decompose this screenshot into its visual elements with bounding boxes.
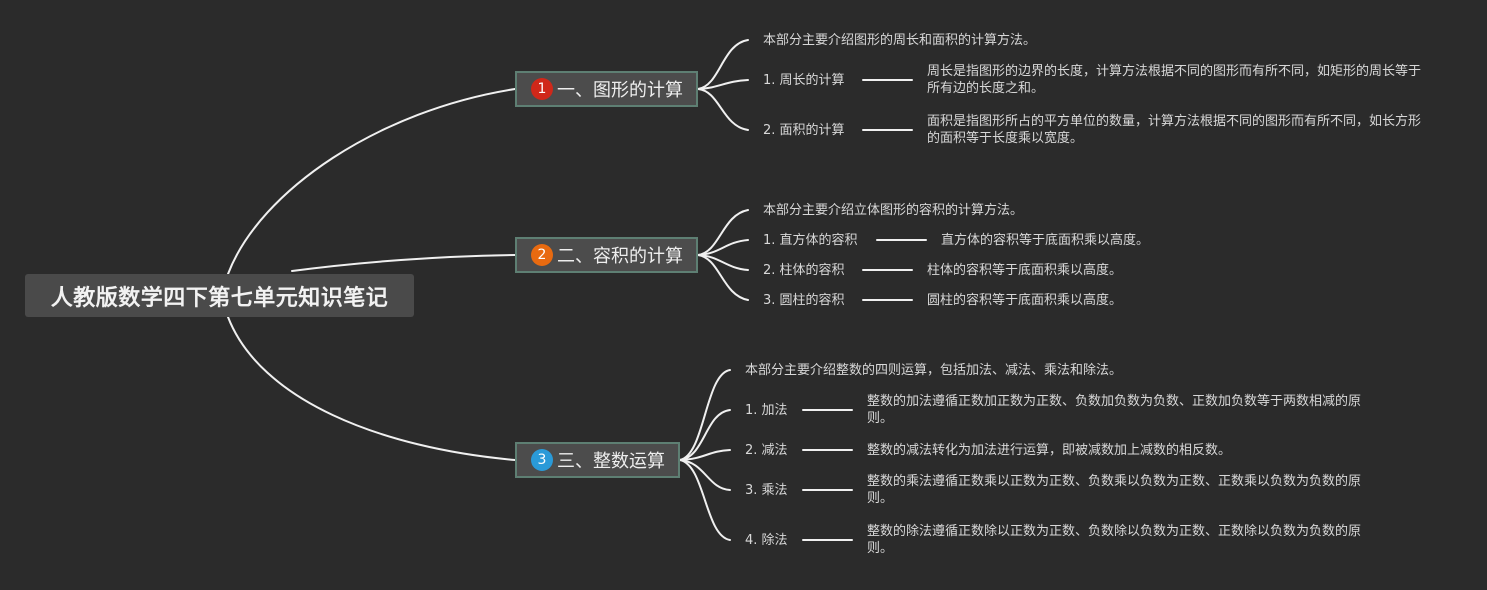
topic-3-item-3-desc[interactable]: 整数的乘法遵循正数乘以正数为正数、负数乘以负数为正数、正数乘以负数为负数的原则。: [867, 474, 1362, 506]
link-root-topic-3: [227, 316, 516, 461]
topic-3-item-2[interactable]: 2. 减法: [745, 443, 788, 458]
topic-label: 一、图形的计算: [557, 80, 683, 101]
link-t3-item2: [679, 449, 731, 461]
root-node[interactable]: 人教版数学四下第七单元知识笔记: [25, 274, 414, 317]
topic-label: 二、容积的计算: [557, 246, 683, 267]
link-t3-item4: [679, 459, 731, 541]
topic-node-1[interactable]: 1 一、图形的计算: [515, 71, 698, 107]
link-t1-item2: [697, 88, 749, 131]
link-t1-item1: [697, 79, 749, 90]
topic-node-3[interactable]: 3 三、整数运算: [515, 442, 680, 478]
topic-2-item-3-desc[interactable]: 圆柱的容积等于底面积乘以高度。: [927, 293, 1123, 308]
number-badge-icon: 1: [531, 78, 553, 100]
number-badge-icon: 3: [531, 449, 553, 471]
link-root-topic-2: [291, 254, 516, 272]
topic-2-item-2[interactable]: 2. 柱体的容积: [763, 263, 845, 278]
link-t3-item1: [679, 409, 731, 461]
topic-1-item-1[interactable]: 1. 周长的计算: [763, 73, 845, 88]
link-t3-intro: [679, 369, 731, 461]
topic-3-item-2-desc[interactable]: 整数的减法转化为加法进行运算，即被减数加上减数的相反数。: [867, 443, 1232, 458]
topic-label: 三、整数运算: [557, 451, 665, 472]
topic-2-intro[interactable]: 本部分主要介绍立体图形的容积的计算方法。: [763, 203, 1024, 218]
link-t1-intro: [697, 39, 749, 90]
topic-3-intro[interactable]: 本部分主要介绍整数的四则运算，包括加法、减法、乘法和除法。: [745, 363, 1123, 378]
topic-node-2[interactable]: 2 二、容积的计算: [515, 237, 698, 273]
topic-2-item-2-desc[interactable]: 柱体的容积等于底面积乘以高度。: [927, 263, 1123, 278]
topic-1-item-2[interactable]: 2. 面积的计算: [763, 123, 845, 138]
topic-1-item-1-desc[interactable]: 周长是指图形的边界的长度，计算方法根据不同的图形而有所不同，如矩形的周长等于所有…: [927, 64, 1422, 96]
root-label: 人教版数学四下第七单元知识笔记: [50, 285, 389, 311]
number-badge-icon: 2: [531, 244, 553, 266]
topic-3-item-1[interactable]: 1. 加法: [745, 403, 788, 418]
topic-2-item-1[interactable]: 1. 直方体的容积: [763, 233, 858, 248]
link-t3-item3: [679, 459, 731, 491]
topic-3-item-4-desc[interactable]: 整数的除法遵循正数除以正数为正数、负数除以负数为正数、正数除以负数为负数的原则。: [867, 524, 1362, 556]
link-t2-intro: [697, 209, 749, 256]
link-root-topic-1: [227, 88, 516, 275]
topic-3-item-4[interactable]: 4. 除法: [745, 533, 788, 548]
topic-2-item-3[interactable]: 3. 圆柱的容积: [763, 293, 845, 308]
topic-3-item-1-desc[interactable]: 整数的加法遵循正数加正数为正数、负数加负数为负数、正数加负数等于两数相减的原则。: [867, 394, 1362, 426]
topic-1-item-2-desc[interactable]: 面积是指图形所占的平方单位的数量，计算方法根据不同的图形而有所不同，如长方形的面…: [927, 114, 1422, 146]
topic-3-item-3[interactable]: 3. 乘法: [745, 483, 788, 498]
topic-1-intro[interactable]: 本部分主要介绍图形的周长和面积的计算方法。: [763, 33, 1037, 48]
topic-2-item-1-desc[interactable]: 直方体的容积等于底面积乘以高度。: [941, 233, 1150, 248]
link-t2-item1: [697, 239, 749, 256]
link-t2-item3: [697, 254, 749, 301]
